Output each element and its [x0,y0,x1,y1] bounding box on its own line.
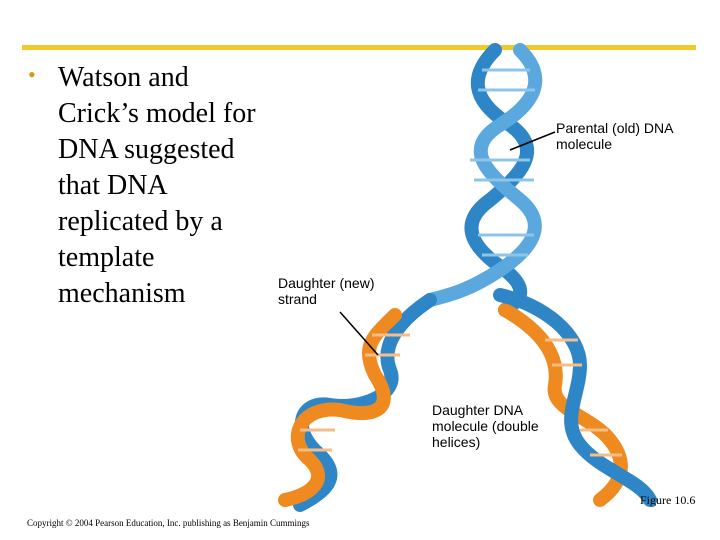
label-daughter-molecule: Daughter DNA molecule (double helices) [432,402,562,450]
figure-label: Figure 10.6 [640,493,695,508]
label-parental: Parental (old) DNA molecule [556,120,676,152]
parental-dna-helix [430,50,535,310]
copyright-notice: Copyright © 2004 Pearson Education, Inc.… [27,518,310,528]
daughter-helix-right [500,295,650,500]
label-daughter-strand: Daughter (new) strand [278,275,388,307]
